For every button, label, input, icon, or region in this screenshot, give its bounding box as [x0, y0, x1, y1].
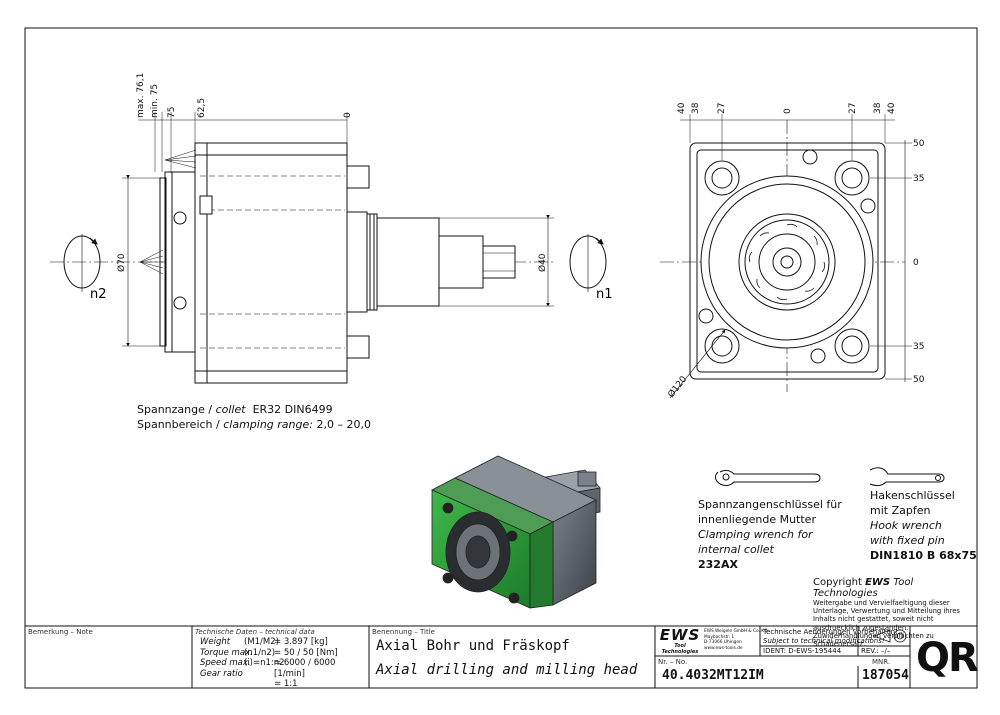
- copyright-brand: EWS: [865, 577, 891, 588]
- front-view: [660, 114, 912, 399]
- copyright-prefix: Copyright: [813, 577, 862, 588]
- copyright-block: Copyright EWS Tool Technologies Weiterga…: [813, 577, 973, 648]
- ews-logo: EWS Tool Technologies: [659, 626, 701, 656]
- dim-625: 62,5: [197, 98, 207, 118]
- clamping-wrench-note: Spannzangenschlüssel für innenliegende M…: [698, 497, 842, 572]
- dim-max-761: max. 76,1: [136, 73, 146, 118]
- torque-mod: (M1/M2): [244, 637, 279, 647]
- dim-right-0: 0: [913, 258, 919, 268]
- speed-mod: (n1/n2): [244, 647, 276, 658]
- dim-phi120: Ø120: [666, 374, 690, 400]
- torque-value: = 50 / 50 [Nm]: [274, 647, 338, 658]
- speed-key: Speed max.: [200, 658, 251, 668]
- wrench1-en2: internal collet: [698, 543, 774, 556]
- clamping-wrench-icon: [714, 469, 821, 487]
- dim-right-50-bottom: 50: [913, 375, 925, 385]
- label-n2: n2: [90, 287, 107, 302]
- gear-value: = 1:1: [274, 679, 298, 689]
- gear-mod: (i)=n1:n2: [244, 658, 285, 668]
- weight-value: = 3.897 [kg]: [274, 637, 328, 647]
- wrench2-de1: Hakenschlüssel: [870, 489, 955, 502]
- wrench2-en1: Hook wrench: [870, 519, 942, 532]
- collet-value: ER32 DIN6499: [252, 403, 333, 416]
- weight-key: Weight: [200, 637, 231, 647]
- wrench1-de1: Spannzangenschlüssel für: [698, 498, 842, 511]
- change-en: Subject to technical modifications!: [763, 636, 885, 645]
- dim-top-40-left: 40: [677, 102, 687, 114]
- change-note: Technische Aenderungen vorbehalten! Subj…: [763, 628, 898, 645]
- copyright-suffix: Tool Technologies: [813, 577, 914, 599]
- qr-code: QR: [916, 635, 979, 681]
- speed-value: = 6000 / 6000 [1/min]: [274, 658, 336, 679]
- copyright-text: Weitergabe und Vervielfaeltigung dieser …: [813, 599, 960, 649]
- collet-label-en: collet: [215, 403, 246, 416]
- change-de: Technische Aenderungen vorbehalten!: [763, 628, 898, 636]
- remark-label: Bemerkung – Note: [28, 628, 93, 636]
- title-label: Benennung – Title: [372, 628, 435, 636]
- dim-zero-side: 0: [343, 112, 353, 118]
- wrench1-code: 232AX: [698, 558, 738, 571]
- dim-top-38-left: 38: [691, 102, 701, 114]
- gear-key: Gear ratio: [200, 668, 243, 679]
- dim-right-50-top: 50: [913, 139, 925, 149]
- hook-wrench-icon: [869, 467, 945, 487]
- dim-75: 75: [167, 107, 177, 118]
- title-de: Axial Bohr und Fräskopf: [376, 638, 570, 654]
- collet-note: Spannzange / collet ER32 DIN6499 Spannbe…: [137, 402, 371, 432]
- torque-key: Torque max.: [200, 647, 253, 658]
- company-address: EWS Weigele GmbH & Co. KG Maybachstr. 1 …: [704, 629, 768, 651]
- tolerance-symbol-icon: [872, 629, 907, 643]
- title-block: [25, 625, 977, 688]
- range-value: 2,0 – 20,0: [316, 418, 371, 431]
- mnr-number: 187054: [862, 668, 909, 683]
- dim-right-35-top: 35: [913, 174, 924, 184]
- wrench2-code: DIN1810 B 68x75: [870, 549, 977, 562]
- wrench1-de2: innenliegende Mutter: [698, 513, 816, 526]
- techdata-label: Technische Daten – technical data: [195, 628, 315, 636]
- drawing-number: 40.4032MT12IM: [662, 668, 764, 683]
- dim-phi40: Ø40: [537, 253, 548, 272]
- range-label-en: clamping range:: [223, 418, 313, 431]
- dim-top-40-right: 40: [887, 102, 897, 114]
- side-view: [50, 112, 607, 384]
- dim-phi70: Ø70: [116, 253, 127, 272]
- range-label-de: Spannbereich /: [137, 418, 220, 431]
- rev-field: REV.: –/–: [861, 647, 891, 655]
- label-n1: n1: [596, 287, 613, 302]
- ews-logo-box: [658, 628, 700, 652]
- techdata-keys: Weight Torque max. Speed max. Gear ratio: [200, 637, 260, 679]
- mnr-label: MNR.: [872, 658, 891, 666]
- ident-field: IDENT: D-EWS-195444: [763, 647, 842, 655]
- dim-top-27-left: 27: [717, 103, 727, 114]
- wrench2-de2: mit Zapfen: [870, 504, 931, 517]
- dim-top-38-right: 38: [873, 102, 883, 114]
- isometric-view: [431, 455, 601, 609]
- dim-top-27-right: 27: [848, 103, 858, 114]
- collet-label-de: Spannzange /: [137, 403, 213, 416]
- techdata-mods: (M1/M2) (n1/n2) (i)=n1:n2: [244, 637, 290, 669]
- hook-wrench-note: Hakenschlüssel mit Zapfen Hook wrench wi…: [870, 488, 977, 563]
- dim-right-35-bottom: 35: [913, 342, 924, 352]
- wrench2-en2: with fixed pin: [870, 534, 945, 547]
- title-en: Axial drilling and milling head: [376, 662, 638, 678]
- dim-top-0: 0: [783, 108, 793, 114]
- dim-min-75: min. 75: [150, 84, 160, 118]
- wrench1-en1: Clamping wrench for: [698, 528, 813, 541]
- sheet-border: [24, 27, 978, 689]
- techdata-values: = 3.897 [kg] = 50 / 50 [Nm] = 6000 / 600…: [274, 637, 368, 690]
- nr-label: Nr. – No.: [658, 658, 688, 666]
